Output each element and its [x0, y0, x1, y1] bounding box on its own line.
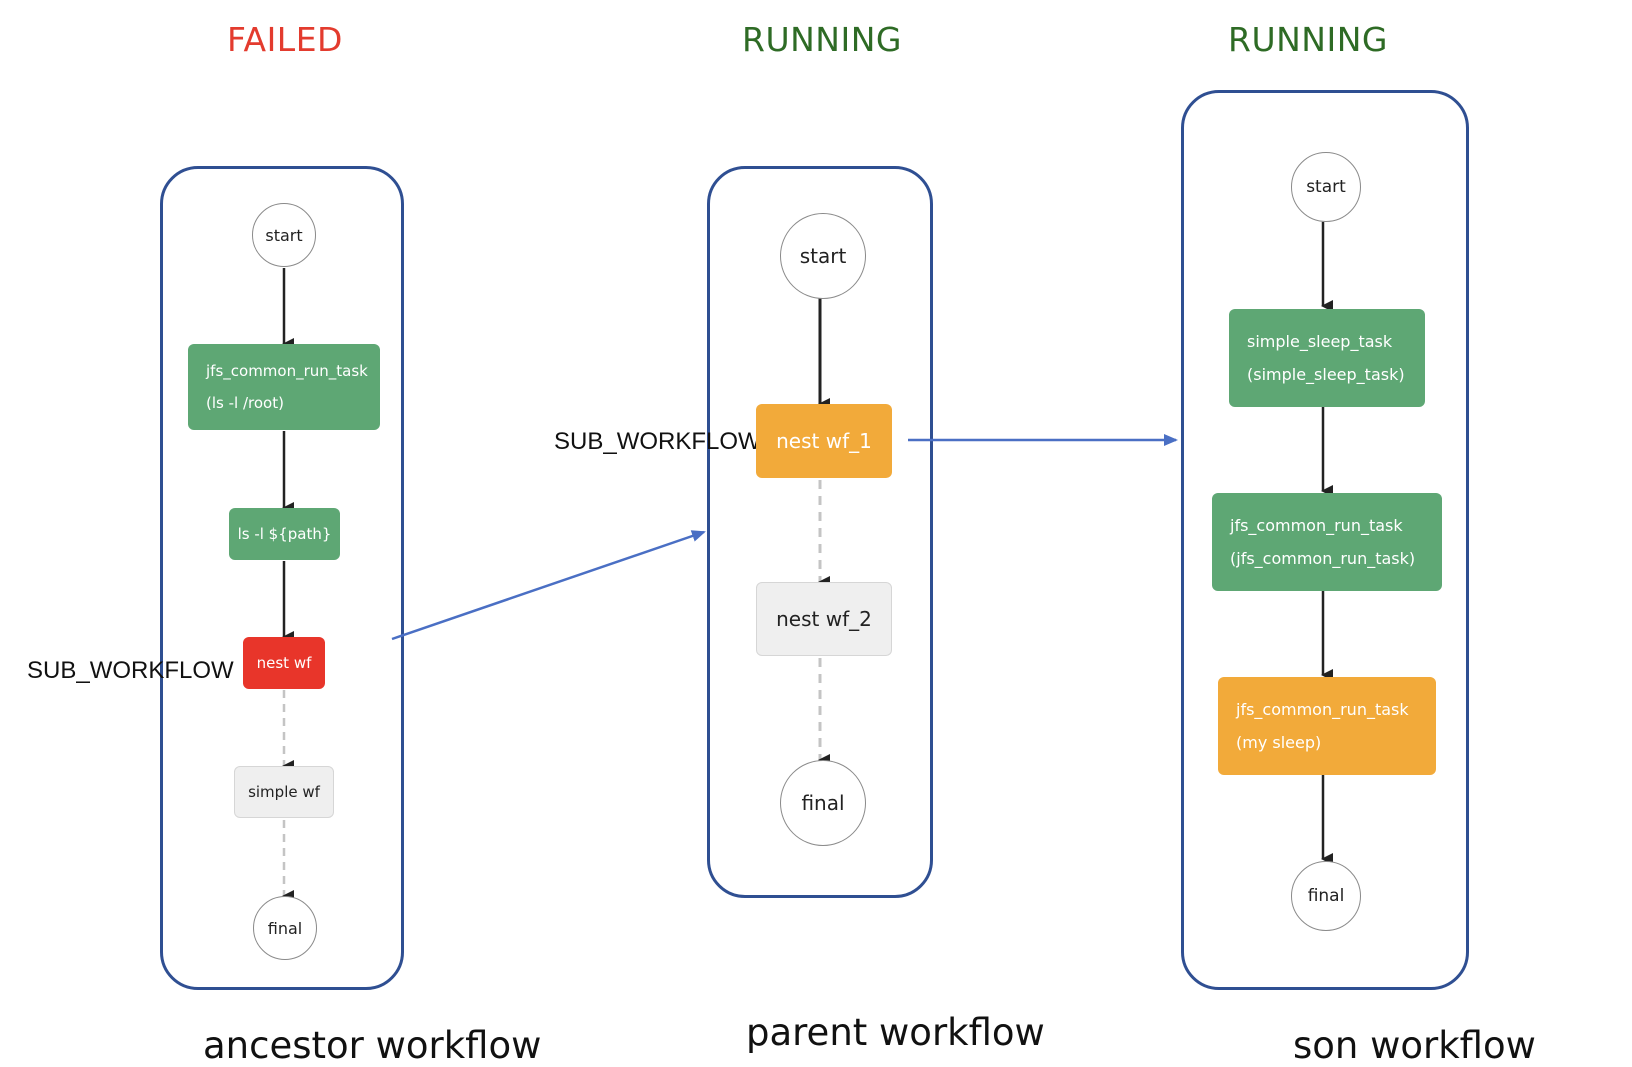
task-detail: (ls -l /root): [206, 394, 284, 412]
ancestor-task-nest-wf[interactable]: nest wf: [243, 637, 325, 689]
parent-task-nest-wf-1[interactable]: nest wf_1: [756, 404, 892, 478]
parent-final-node[interactable]: final: [780, 760, 866, 846]
parent-start-node[interactable]: start: [780, 213, 866, 299]
task-detail: (jfs_common_run_task): [1230, 549, 1416, 568]
parent-status: RUNNING: [742, 20, 902, 59]
son-caption: son workflow: [1293, 1024, 1536, 1067]
task-name: jfs_common_run_task: [206, 362, 368, 380]
son-task-simple-sleep[interactable]: simple_sleep_task (simple_sleep_task): [1229, 309, 1425, 407]
ancestor-workflow-panel: [160, 166, 404, 990]
son-status: RUNNING: [1228, 20, 1388, 59]
ancestor-caption: ancestor workflow: [203, 1024, 542, 1067]
son-task-my-sleep[interactable]: jfs_common_run_task (my sleep): [1218, 677, 1436, 775]
son-start-node[interactable]: start: [1291, 152, 1361, 222]
ancestor-task-simple-wf[interactable]: simple wf: [234, 766, 334, 818]
task-name: simple_sleep_task: [1247, 332, 1393, 351]
ancestor-final-node[interactable]: final: [253, 896, 317, 960]
task-detail: (my sleep): [1236, 733, 1322, 752]
ancestor-task-jfs-common-run[interactable]: jfs_common_run_task (ls -l /root): [188, 344, 380, 430]
son-task-jfs-common-run[interactable]: jfs_common_run_task (jfs_common_run_task…: [1212, 493, 1442, 591]
connector-ancestor-to-parent: [391, 530, 706, 641]
ancestor-start-node[interactable]: start: [252, 203, 316, 267]
parent-caption: parent workflow: [746, 1011, 1045, 1054]
task-name: jfs_common_run_task: [1236, 700, 1409, 719]
ancestor-task-ls-path[interactable]: ls -l ${path}: [229, 508, 340, 560]
parent-task-nest-wf-2[interactable]: nest wf_2: [756, 582, 892, 656]
parent-sub-workflow-label: SUB_WORKFLOW: [554, 428, 761, 455]
task-name: jfs_common_run_task: [1230, 516, 1403, 535]
ancestor-status: FAILED: [227, 20, 343, 59]
ancestor-sub-workflow-label: SUB_WORKFLOW: [27, 657, 234, 684]
task-detail: (simple_sleep_task): [1247, 365, 1405, 384]
son-final-node[interactable]: final: [1291, 861, 1361, 931]
